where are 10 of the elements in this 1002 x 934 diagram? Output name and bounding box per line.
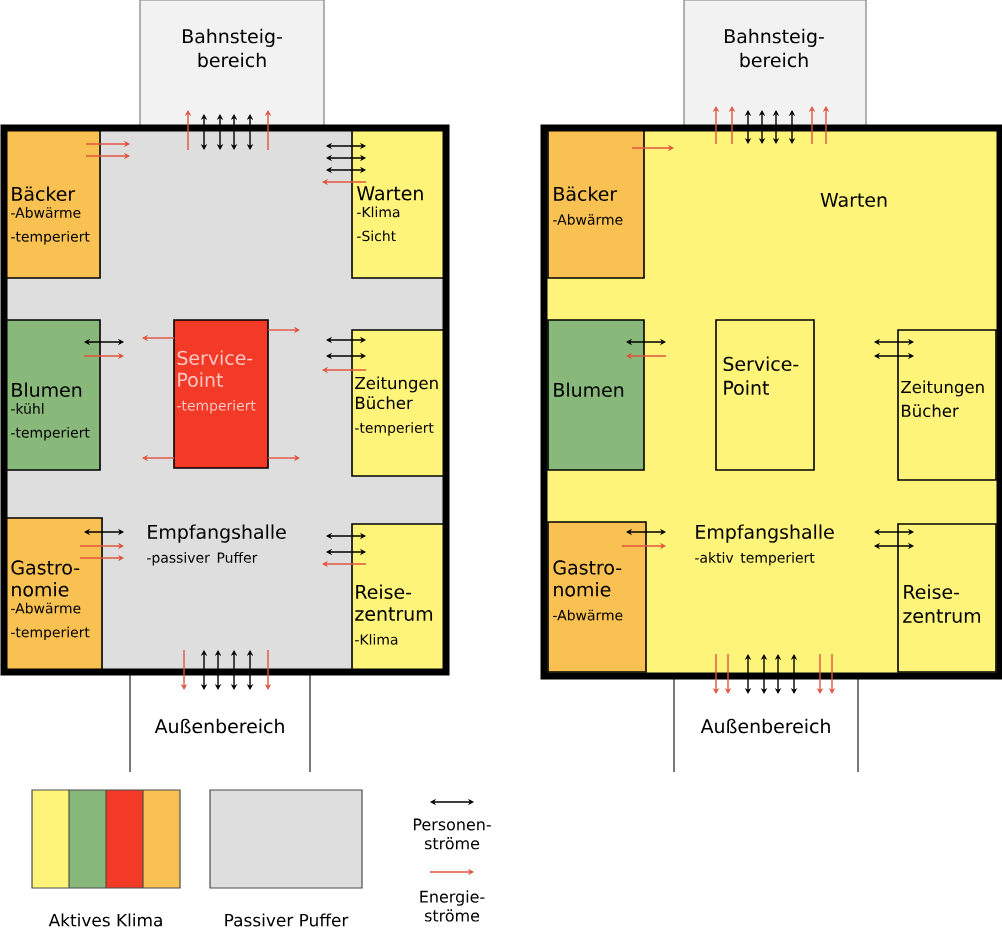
legend-label: Passiver Puffer xyxy=(225,913,349,927)
room-box: Reise- zentrum xyxy=(897,523,997,673)
room-box: Service- Point xyxy=(715,319,815,471)
area-box: Bahnsteig- bereich xyxy=(139,0,325,129)
area-box: Bahnsteig- bereich xyxy=(683,0,867,129)
area-box: Außenbereich xyxy=(673,675,859,773)
legend-label: Aktives Klima xyxy=(48,913,162,927)
room-box: Blumen xyxy=(547,319,645,471)
area-box: Außenbereich xyxy=(129,671,311,773)
room-box: Zeitungen Bücher xyxy=(897,329,997,481)
